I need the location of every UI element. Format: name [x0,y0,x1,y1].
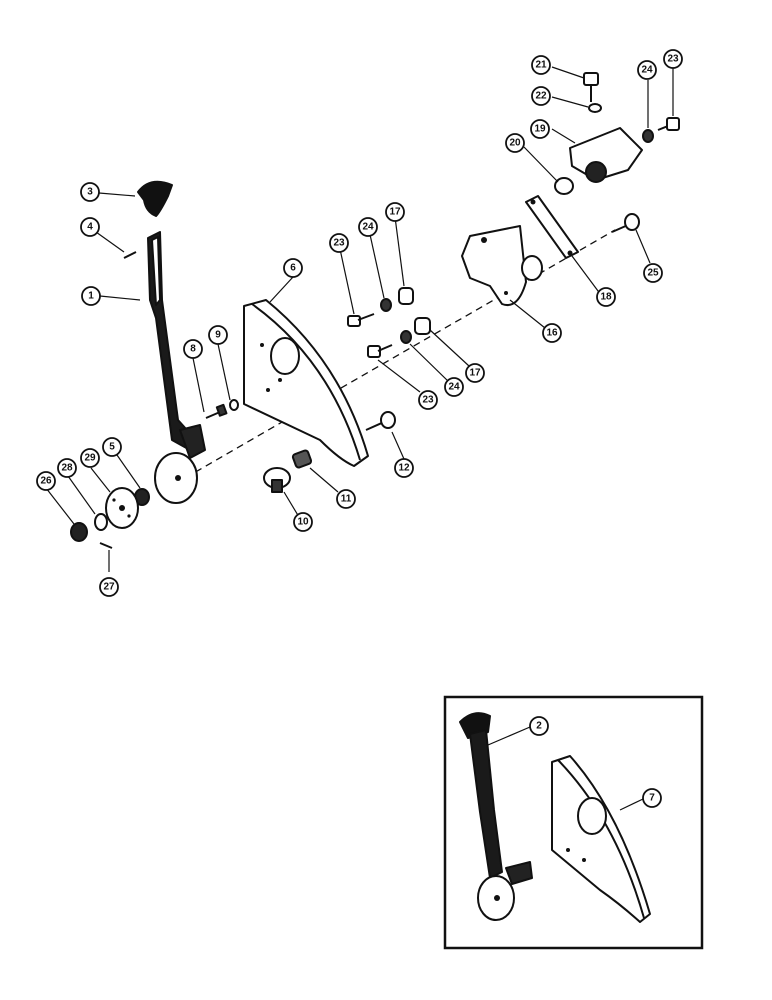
part-block-19 [569,127,643,183]
callout-label: 17 [469,368,481,379]
callout-label: 8 [190,344,196,355]
callout-label: 29 [84,453,96,464]
part-spacer-17-lower [414,317,431,335]
callout-19: 19 [530,119,550,139]
callout-23-upper: 23 [329,233,349,253]
callout-10: 10 [293,512,313,532]
part-bolt-12 [365,411,396,431]
callout-label: 11 [341,494,352,505]
callout-label: 17 [389,207,401,218]
callout-2: 2 [529,716,549,736]
callout-label: 9 [215,330,221,341]
callout-27: 27 [99,577,119,597]
part-lockwasher-24-upper [380,298,392,312]
callout-20: 20 [505,133,525,153]
callout-24-right: 24 [637,60,657,80]
callout-label: 22 [535,91,547,102]
callout-label: 3 [87,187,93,198]
part-link-18 [525,195,579,259]
part-slide-block [291,449,313,469]
part-bracket-16 [461,225,543,306]
part-lockwasher-24-right [642,129,654,143]
callout-29: 29 [80,448,100,468]
callout-label: 19 [534,124,546,135]
callout-6: 6 [283,258,303,278]
callout-label: 12 [398,463,410,474]
callout-1: 1 [81,286,101,306]
part-washer-22 [588,103,602,113]
callout-22: 22 [531,86,551,106]
callout-18: 18 [596,287,616,307]
callout-label: 24 [448,382,460,393]
callout-8: 8 [183,339,203,359]
callout-label: 24 [641,65,653,76]
part-nut-26 [70,522,88,542]
callout-label: 23 [667,54,679,65]
callout-label: 24 [362,222,374,233]
callout-11: 11 [336,489,356,509]
callout-23-lower: 23 [418,390,438,410]
callout-label: 23 [422,395,434,406]
callout-label: 28 [61,463,73,474]
leader-lines [45,66,674,572]
part-pin [123,251,137,259]
part-plate-29 [105,487,139,529]
part-cotter-pin [99,542,113,549]
callout-25: 25 [643,263,663,283]
callout-label: 4 [87,222,93,233]
callout-4: 4 [80,217,100,237]
part-lockwasher-24-lower [400,330,412,344]
callout-label: 18 [600,292,612,303]
callout-label: 10 [297,517,309,528]
callout-label: 16 [546,328,558,339]
inset-quadrant-7 [551,755,651,923]
callout-3: 3 [80,182,100,202]
callout-17-upper: 17 [385,202,405,222]
callout-7: 7 [642,788,662,808]
part-bolt-23-right [657,117,680,131]
part-button-10 [263,467,291,493]
inset-lever-2 [459,712,533,921]
part-bolt-25 [611,213,640,233]
callout-label: 7 [649,793,655,804]
part-bolt-21 [583,72,599,102]
part-bolt-23-upper [347,313,375,327]
callout-label: 23 [333,238,345,249]
callout-12: 12 [394,458,414,478]
callout-5: 5 [102,437,122,457]
callout-24-upper: 24 [358,217,378,237]
callout-16: 16 [542,323,562,343]
callout-28: 28 [57,458,77,478]
callout-label: 5 [109,442,115,453]
part-bolt-23-lower [367,344,393,358]
part-knob [137,180,173,217]
part-quadrant-6 [243,299,369,467]
callout-26: 26 [36,471,56,491]
callout-label: 6 [290,263,296,274]
part-washer-28 [94,513,108,531]
callout-24-lower: 24 [444,377,464,397]
part-lever [147,231,206,504]
assembly-axis-line [184,229,616,479]
callout-label: 1 [88,291,94,302]
part-bushing-20 [554,177,574,195]
part-spacer-17-upper [398,287,414,305]
part-washer-9 [229,399,239,411]
callout-label: 25 [647,268,659,279]
callout-17-lower: 17 [465,363,485,383]
inset-frame [443,695,704,950]
callout-23-right: 23 [663,49,683,69]
callout-label: 2 [536,721,542,732]
callout-9: 9 [208,325,228,345]
callout-label: 27 [103,582,115,593]
callout-label: 20 [509,138,521,149]
callout-label: 26 [40,476,52,487]
callout-21: 21 [531,55,551,75]
part-screw-8 [205,403,228,419]
callout-label: 21 [535,60,547,71]
